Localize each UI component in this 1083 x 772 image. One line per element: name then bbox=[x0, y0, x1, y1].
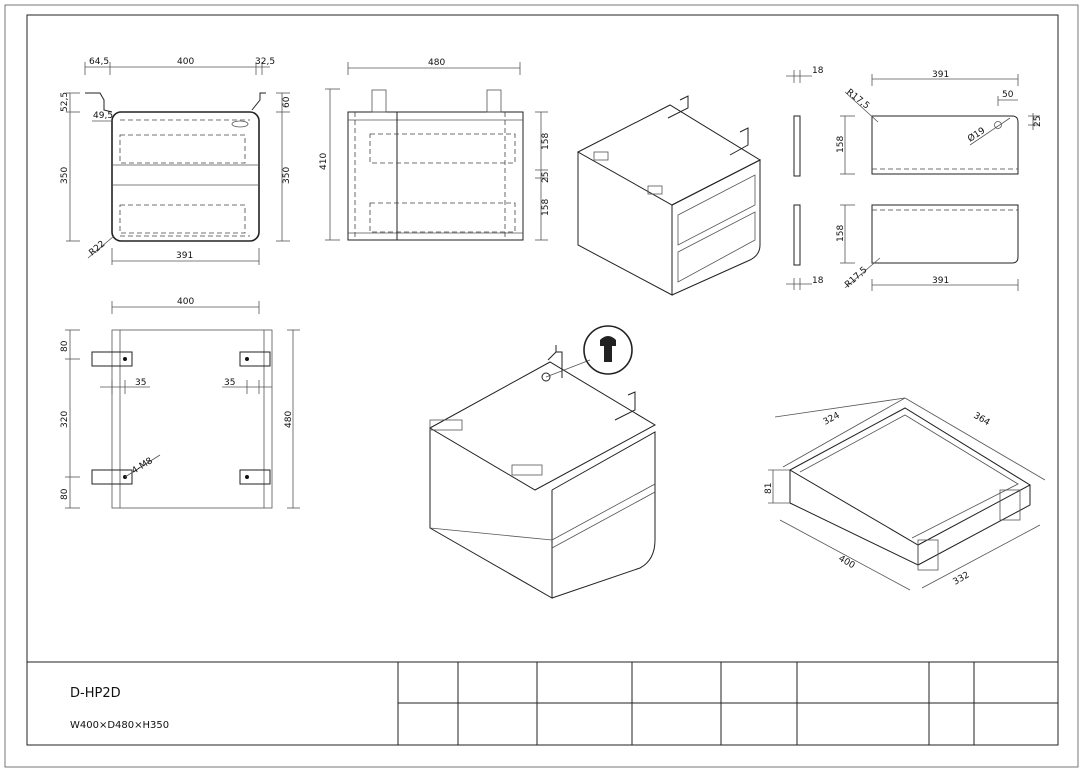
dim-drawer-outer-depth: 332 bbox=[952, 570, 972, 587]
dim-panel-radius-bottom: R17,5 bbox=[843, 265, 869, 290]
dim-panel-thickness-top: 18 bbox=[812, 66, 824, 76]
cabinet-isometric-small bbox=[576, 95, 762, 296]
dim-drawer-outer-width: 400 bbox=[837, 554, 857, 571]
dim-top-depth: 480 bbox=[284, 411, 294, 428]
screw-detail-callout bbox=[583, 325, 633, 375]
dim-panel-height-bottom: 158 bbox=[836, 225, 846, 242]
front-view: 64,5 400 32,5 52,5 350 49,5 60 350 R22 3… bbox=[60, 57, 292, 265]
dim-front-bottom-width: 391 bbox=[176, 251, 193, 261]
dim-front-top-offset: 60 bbox=[282, 96, 292, 108]
dim-panel-hole-offset-y: 25 bbox=[1033, 116, 1043, 127]
dim-panel-radius-top: R17,5 bbox=[844, 87, 871, 111]
dim-panel-hole-diameter: Ø19 bbox=[966, 125, 988, 144]
dim-side-depth: 480 bbox=[428, 58, 445, 68]
dim-top-left-inset: 35 bbox=[135, 378, 146, 388]
dim-top-back-offset: 80 bbox=[60, 488, 70, 500]
top-view: 400 80 320 80 480 35 35 4-M8 bbox=[60, 297, 300, 509]
dim-drawer-inner-depth: 364 bbox=[972, 411, 992, 428]
dim-side-drawer-top: 158 bbox=[541, 133, 551, 150]
dim-panel-height-top: 158 bbox=[836, 136, 846, 153]
model-name: D-HP2D bbox=[70, 686, 121, 701]
dim-front-width: 400 bbox=[177, 57, 194, 67]
dim-panel-width-bottom: 391 bbox=[932, 276, 949, 286]
dim-side-drawer-bottom: 158 bbox=[541, 199, 551, 216]
overall-dimensions: W400×D480×H350 bbox=[70, 720, 169, 731]
sheet-border bbox=[4, 4, 1079, 768]
dim-top-spacing: 320 bbox=[60, 411, 70, 428]
dim-front-inset: 49,5 bbox=[93, 111, 113, 121]
panel-views: 18 18 Ø19 391 50 25 R17,5 158 158 R17,5 … bbox=[786, 66, 1043, 291]
title-block: D-HP2D W400×D480×H350 bbox=[27, 661, 1058, 745]
dim-panel-width-top: 391 bbox=[932, 70, 949, 80]
cabinet-isometric-large bbox=[428, 325, 657, 599]
dim-side-gap: 25 bbox=[541, 172, 551, 183]
dim-front-height-left: 350 bbox=[60, 167, 70, 184]
dim-front-height-right: 350 bbox=[282, 167, 292, 184]
dim-panel-thickness-bottom: 18 bbox=[812, 276, 824, 286]
dim-top-width: 400 bbox=[177, 297, 194, 307]
dim-front-left-offset: 64,5 bbox=[89, 57, 109, 67]
drawer-isometric: 324 364 81 400 332 bbox=[764, 397, 1046, 591]
dim-panel-hole-offset-x: 50 bbox=[1002, 90, 1014, 100]
dim-drawer-height: 81 bbox=[764, 483, 774, 494]
dim-top-front-offset: 80 bbox=[60, 340, 70, 352]
dim-front-right-offset: 32,5 bbox=[255, 57, 275, 67]
drawing-frame bbox=[26, 14, 1059, 746]
dim-drawer-inner-width: 324 bbox=[822, 411, 842, 428]
dim-top-screws: 4-M8 bbox=[130, 456, 155, 477]
side-view: 480 410 158 25 158 bbox=[319, 58, 551, 241]
dim-side-total-height: 410 bbox=[319, 153, 329, 170]
dim-front-radius: R22 bbox=[88, 239, 108, 258]
dim-top-right-inset: 35 bbox=[224, 378, 235, 388]
dim-front-bracket-height: 52,5 bbox=[60, 92, 70, 112]
